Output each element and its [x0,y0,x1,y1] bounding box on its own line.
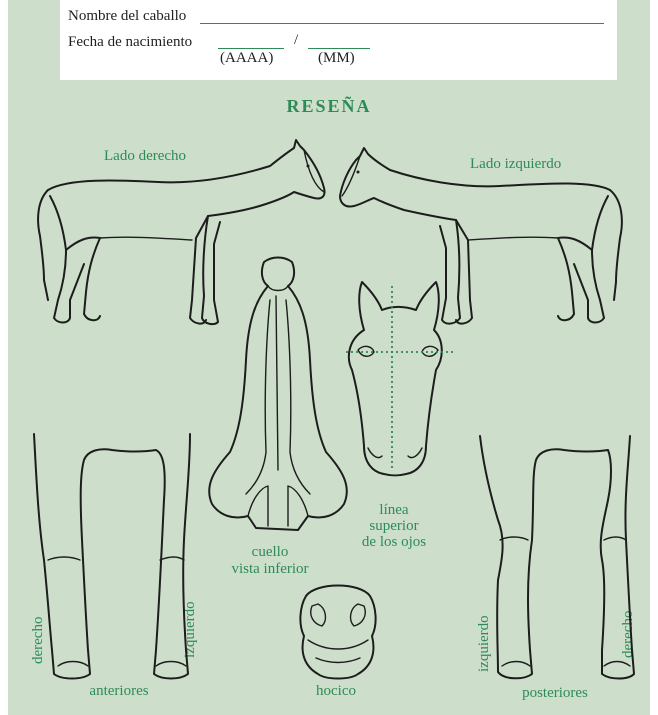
diagram-drawings [8,0,650,715]
horse-right-side-outline[interactable] [38,140,324,324]
front-legs-outline[interactable] [34,434,190,679]
diagram-sheet: Nombre del caballo Fecha de nacimiento /… [8,0,650,715]
hind-legs-outline[interactable] [480,436,634,679]
neck-underside-outline[interactable] [209,258,347,531]
horse-left-side-outline[interactable] [340,148,622,324]
head-front-outline[interactable] [346,282,456,476]
muzzle-outline[interactable] [300,586,375,679]
